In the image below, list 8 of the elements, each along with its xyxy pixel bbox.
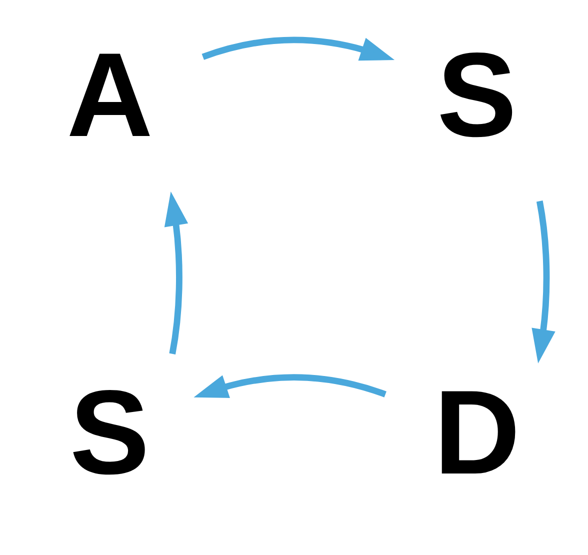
node-text: A xyxy=(66,29,153,162)
arrow xyxy=(164,192,188,354)
arrow xyxy=(532,200,556,364)
node-text: S xyxy=(437,29,517,162)
node-text: D xyxy=(434,366,520,500)
arrow xyxy=(194,374,386,398)
node-text: S xyxy=(70,366,150,500)
arrow xyxy=(202,36,395,61)
